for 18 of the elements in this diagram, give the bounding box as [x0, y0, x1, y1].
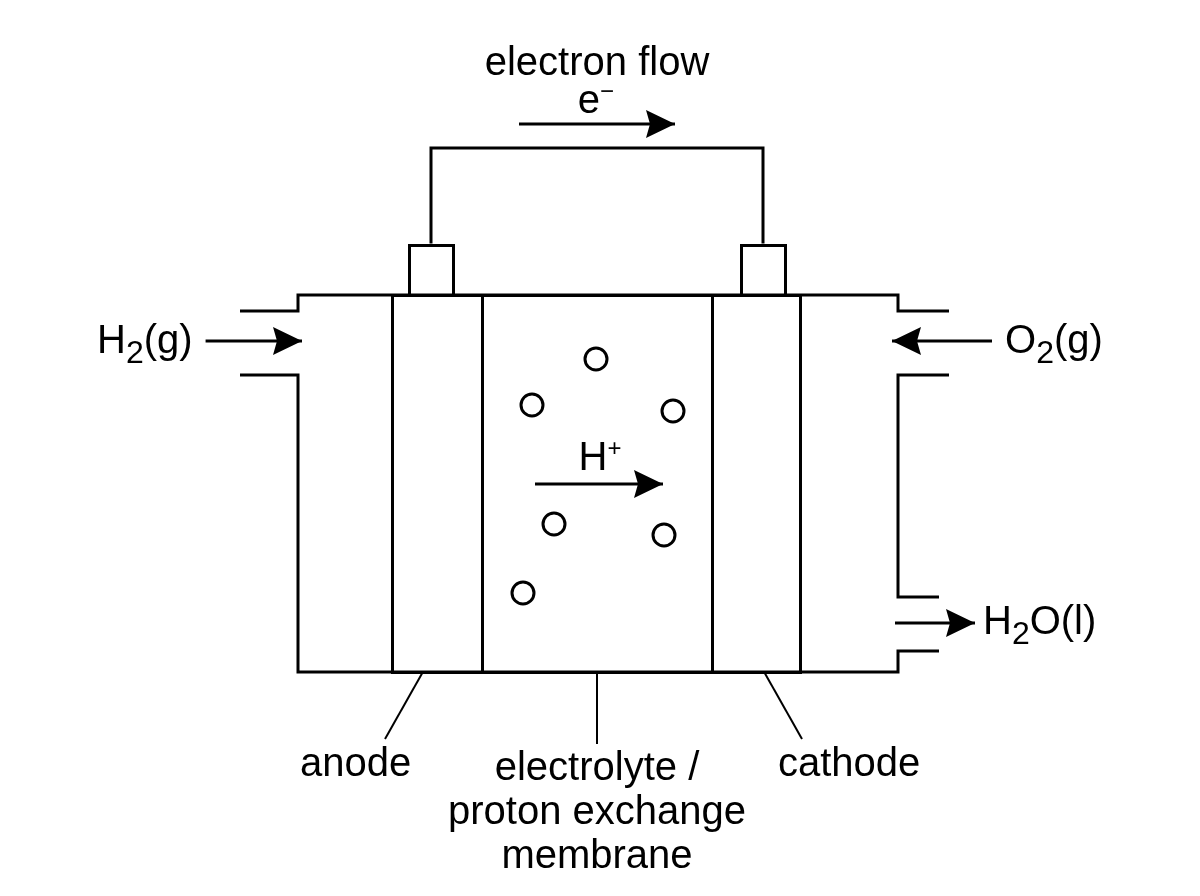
leader-line [384, 672, 423, 740]
leader-line [596, 672, 598, 745]
ion-symbol: H$^{+}$ [578, 438, 622, 474]
leader-line [764, 672, 803, 740]
gas-inlet-label: H$_{2}$(g) [97, 316, 193, 362]
electron-symbol: e$^{−}$ [577, 81, 615, 117]
terminal [739, 243, 787, 297]
arrow [892, 327, 992, 355]
arrow [895, 609, 975, 637]
cathode-label: cathode [778, 739, 921, 785]
water-outlet-label: H$_{2}$O(l) [983, 597, 1097, 643]
gas-inlet-label: O$_{2}$(g) [1005, 316, 1103, 362]
electrolyte-label: electrolyte / proton exchange membrane [441, 744, 753, 876]
terminal [407, 243, 455, 297]
wire [429, 146, 765, 244]
anode-label: anode [300, 739, 412, 785]
arrow [205, 327, 302, 355]
electron-flow-label: electron flow [484, 43, 710, 79]
